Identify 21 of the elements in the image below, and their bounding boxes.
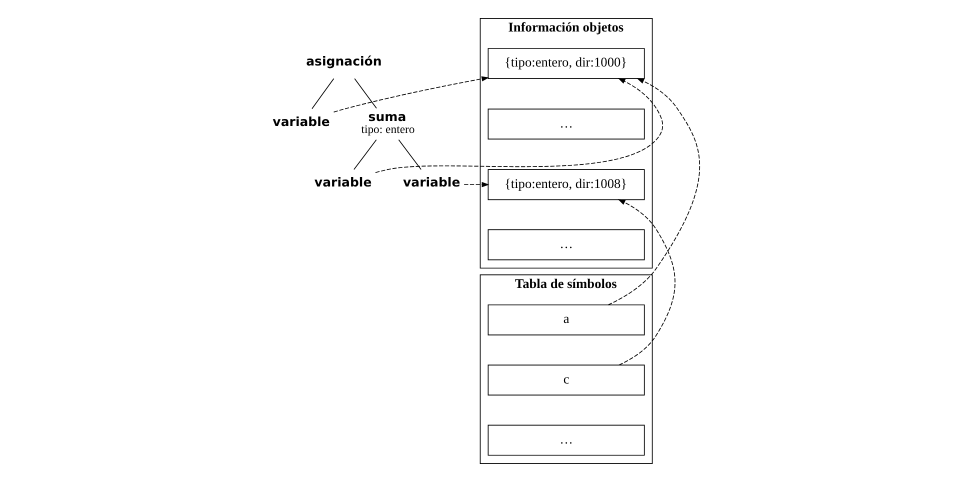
arrow (332, 76, 489, 112)
node-box: … (487, 108, 644, 140)
node-text: suma tipo: entero (360, 109, 414, 136)
node-box: c (487, 364, 644, 396)
connector (353, 139, 376, 170)
node-box: … (487, 424, 644, 456)
node-text: variable (314, 174, 372, 190)
arrow (374, 78, 663, 174)
node-box: … (487, 229, 644, 260)
arrow (617, 199, 675, 366)
connector (354, 78, 376, 109)
node-text: variable (272, 114, 330, 130)
arrow (463, 182, 489, 188)
arrow (607, 78, 700, 306)
connector (398, 139, 421, 170)
node-text: asignación (306, 54, 382, 69)
node-box: a (487, 304, 644, 336)
node-text: variable (402, 174, 460, 190)
connector (311, 78, 334, 110)
node-box: {tipo:entero, dir:1008} (487, 169, 644, 200)
node-box: {tipo:entero, dir:1000} (487, 48, 644, 79)
